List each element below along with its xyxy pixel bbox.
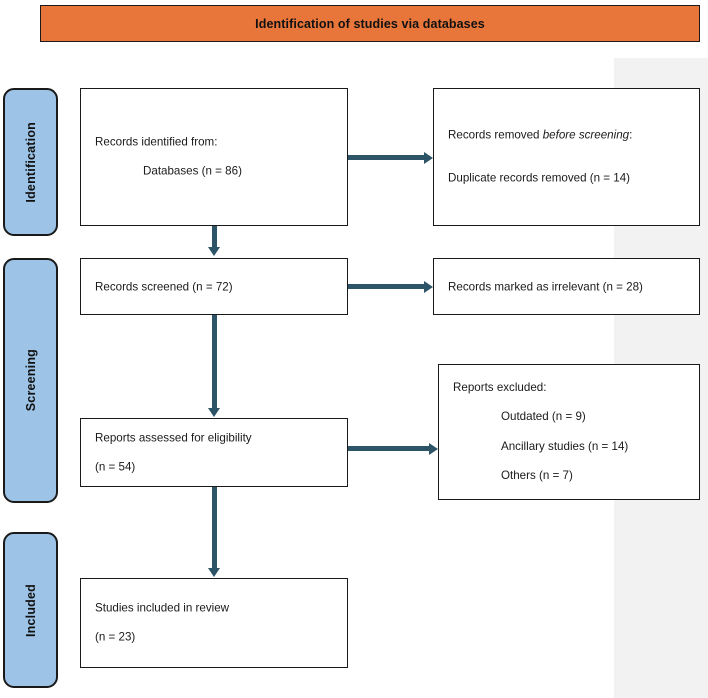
node-line: Duplicate records removed (n = 14) (448, 172, 631, 185)
phase-label-text: Screening (23, 349, 38, 412)
phase-label-screening: Screening (3, 258, 58, 503)
arrowhead-down (208, 247, 221, 256)
node-records-removed: Records removed before screening: Duplic… (433, 88, 700, 226)
node-text-block: Studies included in review (n = 23) (95, 600, 337, 647)
node-text-block: Records identified from: Databases (n = … (95, 134, 337, 181)
node-line: Records marked as irrelevant (n = 28) (448, 279, 643, 293)
node-line: Reports assessed for eligibility (95, 431, 252, 445)
phase-label-included: Included (3, 532, 58, 688)
node-text-block: Records removed before screening: Duplic… (448, 127, 689, 188)
node-records-irrelevant: Records marked as irrelevant (n = 28) (433, 258, 700, 315)
connector-screened-to-assessed (212, 315, 217, 409)
node-records-screened: Records screened (n = 72) (80, 258, 348, 315)
node-records-identified: Records identified from: Databases (n = … (80, 88, 348, 226)
node-line: Ancillary studies (n = 14) (501, 440, 629, 453)
arrowhead-down (208, 568, 221, 577)
arrowhead-right (424, 151, 433, 164)
node-line-emphasis: before screening (542, 128, 630, 142)
connector-identified-to-screened (212, 226, 217, 249)
connector-identified-to-removed (348, 155, 426, 160)
arrowhead-down (208, 408, 221, 417)
node-text-block: Records screened (n = 72) (95, 278, 337, 295)
phase-label-text: Included (23, 583, 38, 637)
node-line: Records removed before screening: (448, 127, 689, 144)
node-reports-excluded: Reports excluded: Outdated (n = 9) Ancil… (438, 364, 700, 500)
node-line: Others (n = 7) (501, 469, 573, 483)
node-line: (n = 54) (95, 460, 136, 474)
node-reports-assessed: Reports assessed for eligibility (n = 54… (80, 418, 348, 487)
connector-assessed-to-excluded (348, 446, 431, 451)
node-line: Reports excluded: (453, 381, 547, 395)
node-studies-included: Studies included in review (n = 23) (80, 578, 348, 668)
arrowhead-right (429, 442, 438, 455)
connector-screened-to-irrelevant (348, 284, 426, 289)
page-title: Identification of studies via databases (255, 16, 485, 31)
node-line: Records identified from: (95, 135, 218, 149)
node-text-block: Reports excluded: Outdated (n = 9) Ancil… (453, 379, 689, 485)
node-text-block: Reports assessed for eligibility (n = 54… (95, 429, 337, 476)
header-banner: Identification of studies via databases (40, 5, 700, 42)
node-line: Databases (n = 86) (143, 165, 242, 178)
connector-assessed-to-included (212, 487, 217, 569)
node-line-part: : (629, 128, 633, 142)
node-line: Records screened (n = 72) (95, 279, 233, 293)
phase-label-text: Identification (23, 121, 38, 203)
node-line: Outdated (n = 9) (501, 410, 586, 424)
arrowhead-right (424, 280, 433, 293)
phase-label-identification: Identification (3, 88, 58, 236)
node-line: Studies included in review (95, 601, 230, 615)
node-line-part: Records removed (448, 128, 543, 142)
node-line: (n = 23) (95, 631, 136, 644)
node-text-block: Records marked as irrelevant (n = 28) (448, 278, 689, 295)
